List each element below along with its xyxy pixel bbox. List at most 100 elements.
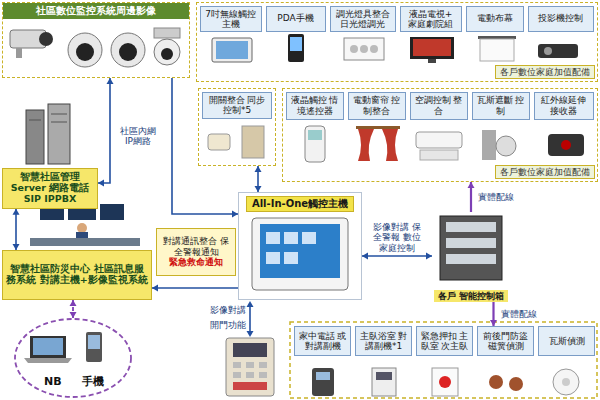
aircon-icon	[416, 132, 462, 160]
arrow-head	[468, 182, 475, 188]
sensor-label: 主臥浴室 對講副機*1	[355, 326, 412, 356]
device-label: 電動布幕	[466, 6, 524, 32]
free-label: 開門功能	[186, 320, 246, 330]
node-text: 液晶觸控 情境遙控器	[290, 95, 340, 116]
node-text: 各戶數位家庭加值配備	[495, 65, 595, 79]
server-label: 智慧社區管理Server 網路電話SIP IPPBX	[2, 168, 98, 209]
device-label: 電動窗帘 控制整合	[348, 92, 406, 120]
node-text: 智慧社區管理Server 網路電話SIP IPPBX	[6, 172, 94, 205]
camera-group: 社區數位監控系統周邊影像	[2, 2, 190, 78]
screen-icon	[478, 36, 516, 61]
arrow-head	[98, 180, 104, 187]
arrow-head	[107, 78, 114, 84]
dimmer-icon	[344, 38, 384, 60]
sensor-label: 瓦斯偵測	[538, 326, 595, 356]
switch-icon	[208, 126, 264, 158]
node-text: 電動窗帘 控制整合	[352, 95, 402, 116]
free-label-box: 社區內網 IP網路	[116, 126, 160, 147]
connector	[255, 166, 262, 192]
connector	[70, 300, 77, 318]
connector	[13, 209, 20, 250]
node-text: 投影機控制	[538, 13, 583, 23]
cabinet-icon	[440, 216, 502, 280]
device-label: 投影機控制	[528, 6, 594, 32]
connector-line	[362, 255, 432, 257]
projector-icon	[538, 44, 578, 58]
control-center: 智慧社區防災中心 社區訊息服務系統 對講主機+影像監視系統	[2, 250, 152, 300]
touch-host: All-In-One觸控主機	[238, 192, 362, 300]
device-label: 液晶電視+ 家庭劇院組	[400, 6, 462, 33]
node-text: 7吋無線觸控主機	[204, 9, 258, 30]
sensor-label: 前後門防盜 磁簧偵測	[477, 326, 534, 356]
node-text: 開關整合 同步控制*5	[202, 92, 272, 119]
magnet-sensor-icon	[489, 375, 523, 391]
gas-valve-icon	[482, 130, 516, 160]
node-text: 紅外線延伸 接收器	[538, 95, 590, 116]
ellipse-shape	[15, 319, 131, 397]
handset-icon	[312, 368, 334, 396]
device-label: 空調控制 整合	[410, 92, 468, 120]
laptop-icon	[24, 336, 72, 363]
arrow-head	[426, 253, 432, 260]
device-label: 調光燈具整合 日光燈調光	[330, 6, 396, 33]
node-text: 液晶電視+ 家庭劇院組	[404, 9, 458, 30]
node-text: All-In-One觸控主機	[246, 196, 354, 212]
arrow-head	[362, 253, 368, 260]
device-label: PDA手機	[266, 6, 326, 32]
node-text: 緊急救命通知	[160, 257, 232, 267]
ptz-camera	[154, 28, 180, 65]
box-camera	[10, 30, 53, 58]
node-text: PDA手機	[277, 13, 313, 23]
sensor-group-outline	[290, 322, 597, 398]
node-text: 智慧社區防災中心 社區訊息服務系統 對講主機+影像監視系統	[6, 264, 148, 286]
node-text: 瓦斯偵測	[549, 336, 585, 346]
control-box: 各戶 智能控制箱	[432, 212, 510, 302]
arrow-head	[255, 166, 262, 172]
node-text: 前後門防盜 磁簧偵測	[481, 331, 530, 352]
free-label: 影像對講	[186, 305, 246, 315]
arrow-head	[70, 312, 77, 318]
connector	[98, 78, 114, 187]
node-text: 對講通訊整合 保全警報通知	[160, 236, 232, 257]
free-label: 社區內網 IP網路	[116, 126, 160, 147]
node-text: 家中電話 或對講副機	[298, 331, 347, 352]
node-text: NB	[44, 376, 62, 389]
node-text: 電動布幕	[477, 13, 513, 23]
connector	[362, 253, 432, 260]
phone-icon	[86, 332, 102, 362]
curtain-icon	[356, 126, 400, 161]
connector-line	[152, 287, 238, 289]
switch-group: 開關整合 同步控制*5	[198, 88, 276, 166]
node-text: 社區數位監控系統周邊影像	[3, 3, 189, 19]
remote-icon	[305, 126, 325, 162]
connector	[152, 285, 238, 292]
node-text: 空調控制 整合	[414, 95, 464, 116]
tablet-icon	[212, 38, 252, 62]
touch-host-icon	[252, 218, 348, 290]
node-text: 主臥浴室 對講副機*1	[359, 331, 408, 352]
panic-button-icon	[432, 368, 458, 396]
node-text: 各戶 智能控制箱	[434, 290, 508, 302]
device-label: 液晶觸控 情境遙控器	[286, 92, 344, 120]
pda-icon	[288, 34, 304, 62]
node-text: 瓦斯遮斷 控制	[476, 95, 526, 116]
server-icon	[26, 104, 70, 164]
edge-label-box: 實體配線	[476, 192, 520, 202]
device-label: 7吋無線觸控主機	[200, 6, 262, 33]
edge-label: 影像對講 保全警報 數位家庭控制	[368, 222, 426, 253]
mobile-circle: NB手機	[14, 318, 132, 398]
free-label-box: 影像對講	[186, 305, 246, 315]
dome-camera	[111, 33, 145, 67]
sensor-label: 緊急押扣 主臥室 次主臥	[416, 326, 473, 356]
arrow-head	[152, 285, 158, 292]
door-phone-icon	[226, 338, 274, 396]
door-phone-line	[247, 301, 254, 337]
message-box: 對講通訊整合 保全警報通知緊急救命通知	[156, 228, 236, 276]
device-group: 各戶數位家庭加值配備 7吋無線觸控主機 PDA手機 調光燈具整合 日光燈調光液晶電視+…	[196, 2, 598, 82]
connector-line	[15, 209, 17, 250]
node-text: 調光燈具整合 日光燈調光	[334, 9, 392, 30]
node-text: 緊急押扣 主臥室 次主臥	[420, 331, 469, 352]
dome-camera	[68, 33, 102, 67]
